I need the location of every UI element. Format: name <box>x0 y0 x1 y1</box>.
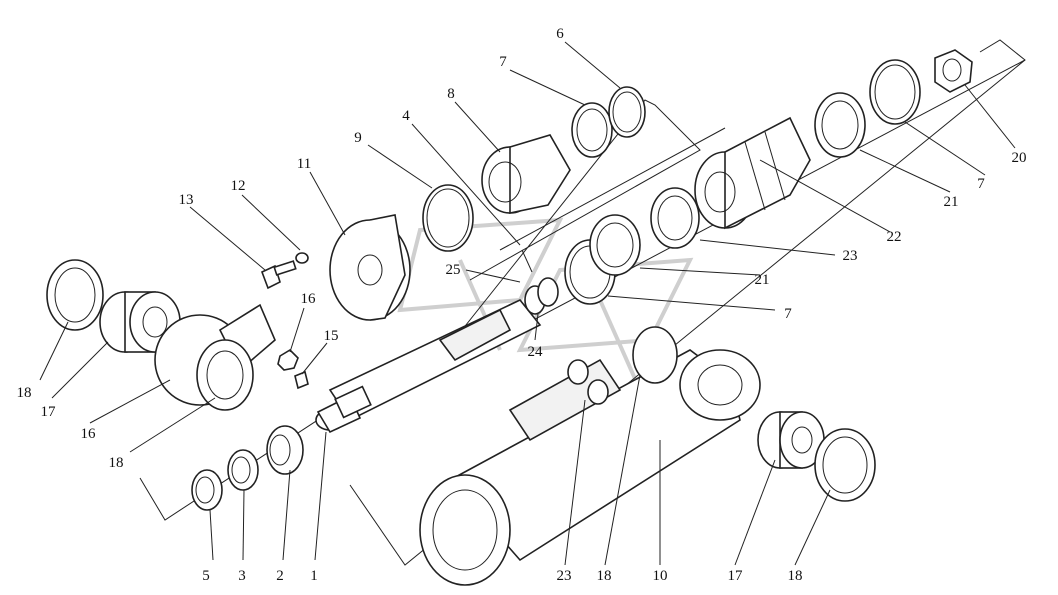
callout-7-top: 7 <box>499 54 507 70</box>
part-2-split-ring <box>266 425 304 475</box>
callout-12: 12 <box>231 178 246 194</box>
callout-6: 6 <box>556 26 564 42</box>
callout-10: 10 <box>653 568 668 584</box>
part-18-right-retaining-ring <box>814 428 876 502</box>
callout-9: 9 <box>354 130 362 146</box>
part-5-ring <box>191 469 223 511</box>
part-20-center-bush <box>589 214 641 276</box>
callout-17-left: 17 <box>41 404 57 420</box>
callout-25: 25 <box>446 262 461 278</box>
callout-11: 11 <box>297 156 311 172</box>
part-19-nut <box>934 49 973 93</box>
callout-18-left: 18 <box>17 385 32 401</box>
part-21-piston <box>694 116 811 230</box>
callout-13: 13 <box>179 192 194 208</box>
part-23-fitting <box>567 359 609 405</box>
part-7-ring <box>571 102 613 158</box>
part-13-bolt <box>260 260 297 290</box>
callout-3: 3 <box>238 568 246 584</box>
piston-rod <box>315 299 542 434</box>
part-16-eye-end <box>154 303 276 411</box>
part-25-pin <box>521 249 533 273</box>
callout-18-mid: 18 <box>109 455 124 471</box>
part-8-gland <box>481 134 571 214</box>
callout-20-right: 21 <box>944 194 959 210</box>
leader-lines <box>39 41 1016 566</box>
callout-8: 8 <box>447 86 455 102</box>
callout-7-right: 7 <box>977 176 985 192</box>
callout-20-mid: 21 <box>755 272 770 288</box>
callout-18-right: 18 <box>788 568 803 584</box>
part-22-ring <box>650 187 700 249</box>
callout-21: 22 <box>887 229 902 245</box>
part-17-right-bearing <box>757 411 825 469</box>
callout-15: 15 <box>324 328 339 344</box>
callout-2: 2 <box>276 568 284 584</box>
callout-16-eye: 16 <box>81 426 97 442</box>
callout-5: 5 <box>202 568 210 584</box>
part-18-left-retaining-ring <box>46 259 104 331</box>
callout-19: 20 <box>1012 150 1027 166</box>
part-17-left-bearing <box>99 291 181 353</box>
callout-22: 23 <box>843 248 858 264</box>
part-7-right-ring <box>869 59 921 125</box>
callout-labels: 18 17 16 18 5 3 2 1 13 12 11 16 15 9 4 8… <box>17 26 1027 584</box>
callout-23: 23 <box>557 568 572 584</box>
part-11-flange <box>329 214 411 321</box>
part-24-seal <box>524 277 559 315</box>
callout-7-mid: 7 <box>784 306 792 322</box>
callout-1: 1 <box>310 568 318 584</box>
callout-17-right: 17 <box>728 568 744 584</box>
part-15-grease-nipple <box>294 370 309 390</box>
callout-4: 4 <box>402 108 410 124</box>
part-3-washer <box>227 449 259 491</box>
part-6-ring <box>608 86 646 138</box>
part-10-cylinder-barrel <box>419 326 761 586</box>
part-9-o-ring <box>422 184 474 252</box>
callout-24: 24 <box>528 344 544 360</box>
part-20-right-bush <box>814 92 866 158</box>
part-12-washer <box>295 252 309 264</box>
callout-18-bottom: 18 <box>597 568 612 584</box>
part-16-nut <box>277 348 299 371</box>
callout-16-nut: 16 <box>301 291 317 307</box>
